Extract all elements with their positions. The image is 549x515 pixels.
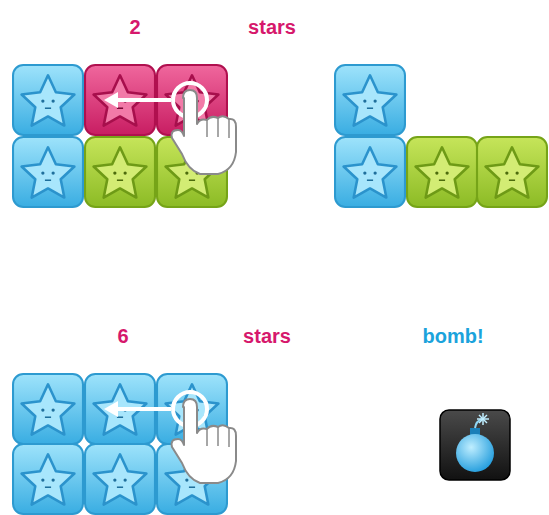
reward-word: bomb! <box>422 326 483 346</box>
unit-word: stars <box>248 17 296 37</box>
unit-word: stars <box>243 326 291 346</box>
count-number: 6 <box>117 326 128 346</box>
swipe-arrow <box>104 92 171 108</box>
bomb-icon <box>440 410 510 480</box>
hand-pointer <box>172 392 236 483</box>
swipe-arrow <box>104 401 171 417</box>
hand-pointer <box>172 83 236 174</box>
count-number: 2 <box>129 17 140 37</box>
tile-group-after <box>335 65 547 207</box>
